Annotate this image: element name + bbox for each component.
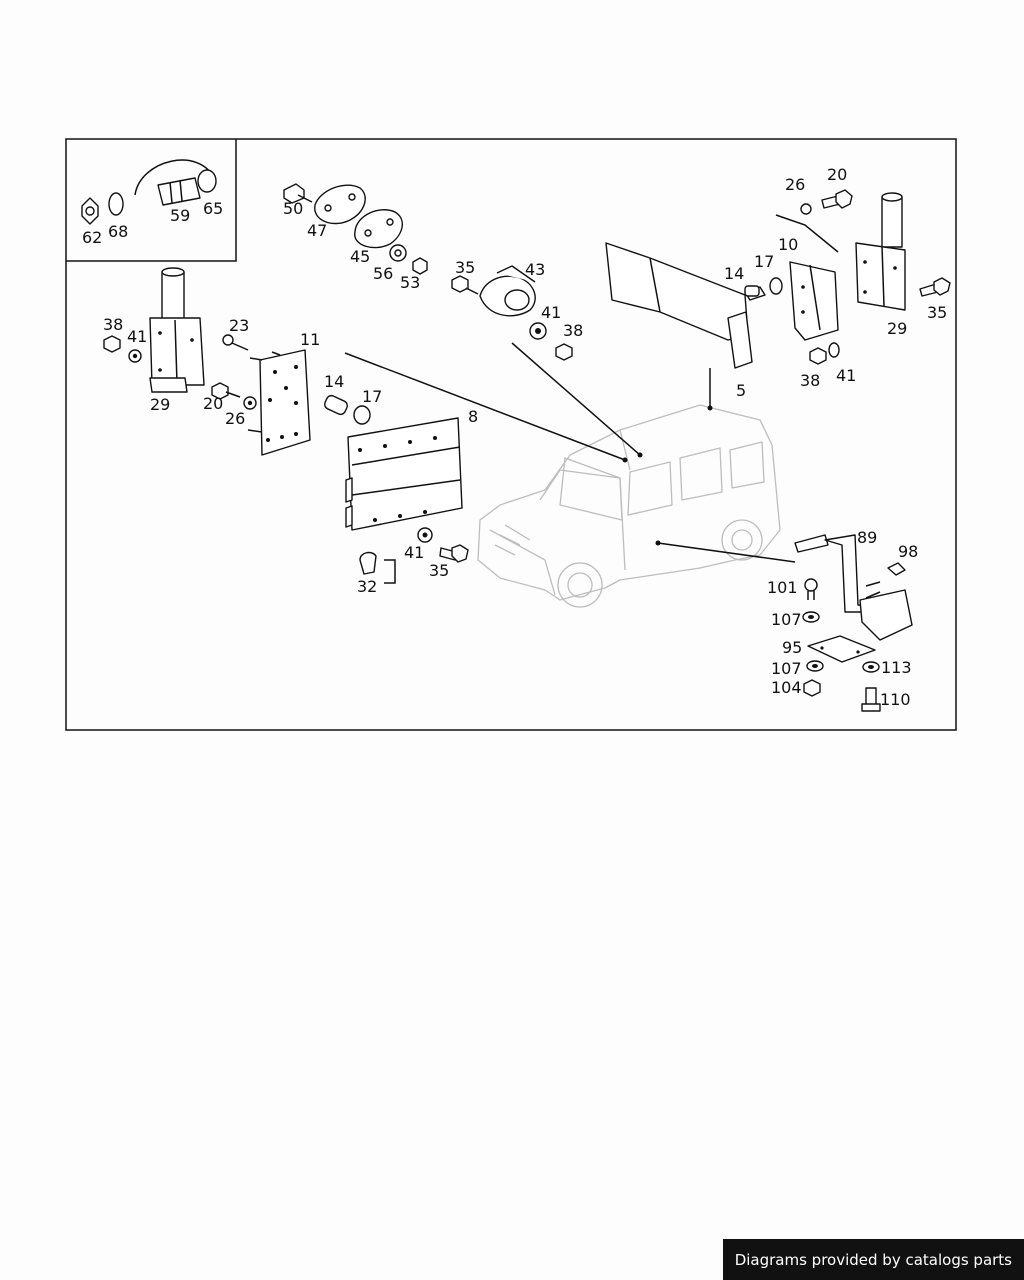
label-95: 95 xyxy=(782,638,802,657)
label-101: 101 xyxy=(767,578,798,597)
label-98: 98 xyxy=(898,542,918,561)
label-41-right: 41 xyxy=(836,366,856,385)
label-35-upper: 35 xyxy=(455,258,475,277)
label-38-upper: 38 xyxy=(563,321,583,340)
inset-parts xyxy=(81,159,217,225)
label-41-center: 41 xyxy=(404,543,424,562)
parts-left xyxy=(103,267,205,393)
label-53: 53 xyxy=(400,273,420,292)
label-38-right: 38 xyxy=(800,371,820,390)
label-68: 68 xyxy=(108,222,128,241)
label-20-left: 20 xyxy=(203,394,223,413)
label-10: 10 xyxy=(778,235,798,254)
label-89: 89 xyxy=(857,528,877,547)
parts-lower-right xyxy=(794,534,913,712)
label-35-right: 35 xyxy=(927,303,947,322)
part-labels: 62 68 59 65 50 47 45 56 53 35 43 41 38 2… xyxy=(82,165,947,709)
label-107-lower: 107 xyxy=(771,659,802,678)
label-17-right: 17 xyxy=(754,252,774,271)
label-20-right: 20 xyxy=(827,165,847,184)
label-38-left: 38 xyxy=(103,315,123,334)
label-29-left: 29 xyxy=(150,395,170,414)
label-59: 59 xyxy=(170,206,190,225)
label-35-center: 35 xyxy=(429,561,449,580)
label-56: 56 xyxy=(373,264,393,283)
label-8: 8 xyxy=(468,407,478,426)
label-41-upper: 41 xyxy=(541,303,561,322)
label-43: 43 xyxy=(525,260,545,279)
label-65: 65 xyxy=(203,199,223,218)
label-107-upper: 107 xyxy=(771,610,802,629)
label-14-right: 14 xyxy=(724,264,744,283)
label-110: 110 xyxy=(880,690,911,709)
inset-frame xyxy=(66,139,237,262)
label-14-left: 14 xyxy=(324,372,344,391)
label-17-left: 17 xyxy=(362,387,382,406)
label-113: 113 xyxy=(881,658,912,677)
label-32: 32 xyxy=(357,577,377,596)
label-5: 5 xyxy=(736,381,746,400)
label-23: 23 xyxy=(229,316,249,335)
label-62: 62 xyxy=(82,228,102,247)
parts-left-middle xyxy=(211,334,371,456)
label-11: 11 xyxy=(300,330,320,349)
footer-credit: Diagrams provided by catalogs parts xyxy=(722,1239,1024,1280)
parts-center xyxy=(345,417,469,575)
leader-lines xyxy=(344,214,839,584)
parts-upper-right xyxy=(605,189,951,369)
label-26-right: 26 xyxy=(785,175,805,194)
label-50: 50 xyxy=(283,199,303,218)
label-26-left: 26 xyxy=(225,409,245,428)
diagram-frame xyxy=(65,138,957,731)
vehicle-outline xyxy=(477,404,781,608)
label-47: 47 xyxy=(307,221,327,240)
parts-upper-middle xyxy=(283,183,573,361)
label-104: 104 xyxy=(771,678,802,697)
label-41-left: 41 xyxy=(127,327,147,346)
label-29-right: 29 xyxy=(887,319,907,338)
label-45: 45 xyxy=(350,247,370,266)
footer-credit-text: Diagrams provided by catalogs parts xyxy=(734,1250,1012,1269)
